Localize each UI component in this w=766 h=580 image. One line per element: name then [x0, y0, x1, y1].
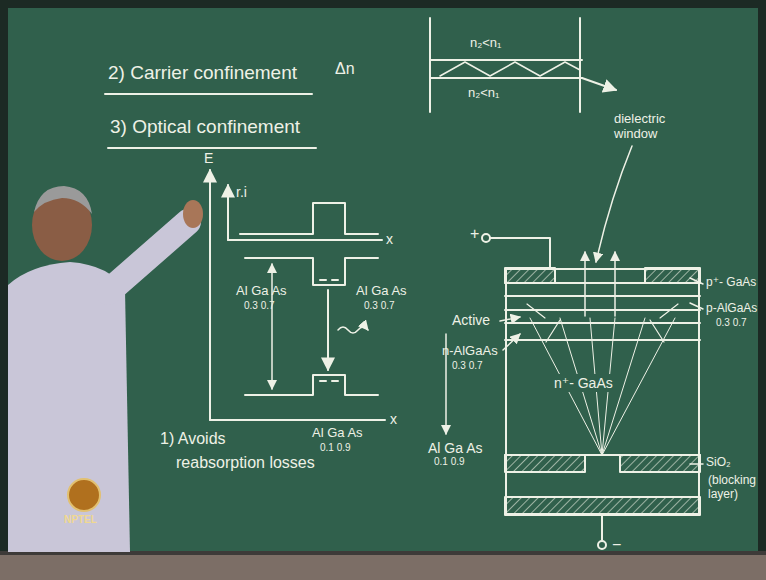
layer-label: (blocking layer): [708, 474, 758, 502]
symbol: Δn: [335, 60, 355, 78]
axis: [210, 419, 385, 421]
device-structure: n⁺- GaAs: [505, 268, 700, 515]
logo-emblem: [68, 479, 100, 511]
leader-line: [690, 463, 703, 465]
layer-boundary: [505, 295, 700, 297]
emission-arrow: [584, 252, 586, 316]
waveguide-core: [430, 59, 582, 61]
material-label: Al Ga As: [356, 284, 407, 299]
chalkboard: [0, 0, 766, 552]
board-frame: [758, 0, 766, 552]
axis: [227, 185, 229, 240]
axis-label: x: [386, 231, 393, 247]
underline: [105, 93, 312, 95]
note: 1) Avoids: [160, 430, 226, 448]
index-relation: n₂<n₁: [468, 86, 499, 101]
wire: [601, 515, 603, 540]
layer-boundary: [505, 282, 700, 284]
layer-label: SiO₂: [706, 456, 731, 470]
subscript: 0.1 0.9: [320, 442, 351, 454]
top-contact: [645, 268, 700, 283]
subscript: 0.3 0.7: [364, 300, 395, 312]
shirt: [8, 262, 130, 552]
photon-arrow: [338, 327, 368, 333]
leader-line: [690, 303, 703, 309]
waveguide-core: [430, 77, 582, 79]
material-label: Al Ga As: [312, 426, 363, 441]
hole: [320, 380, 326, 382]
axis: [228, 239, 382, 241]
electron: [332, 279, 338, 281]
conduction-band: [245, 258, 378, 285]
terminal-sign: −: [612, 536, 621, 554]
layer-label: p⁺- GaAs: [706, 276, 756, 290]
wire: [490, 238, 550, 268]
chalk-drawing: [105, 18, 703, 549]
axis-label: r.i: [236, 184, 247, 200]
leader-line: [500, 317, 520, 321]
leader-line: [596, 146, 632, 262]
top-contact: [505, 268, 555, 283]
blocking-layer: [620, 455, 700, 472]
callout: n-AlGaAs: [442, 344, 498, 359]
valence-band: [245, 375, 378, 395]
waveguide-edge: [429, 18, 431, 112]
layer-label: n⁺- GaAs: [551, 374, 616, 392]
blocking-layer: [505, 455, 585, 472]
underline: [108, 147, 316, 149]
hole: [332, 380, 338, 382]
subscript: 0.3 0.7: [452, 360, 483, 372]
exit-ray: [582, 78, 616, 90]
ray-path: [440, 62, 580, 76]
terminal-sign: +: [470, 225, 479, 243]
callout: dielectric window: [614, 112, 680, 142]
subscript: 0.1 0.9: [434, 456, 465, 468]
subscript: 0.3 0.7: [716, 317, 747, 329]
watermark: NPTEL: [64, 514, 97, 526]
arm: [108, 222, 188, 292]
emission-rays: [527, 304, 678, 342]
emission-arrow: [614, 252, 616, 316]
layer-boundary: [505, 339, 700, 341]
hand: [183, 200, 203, 228]
hair: [34, 186, 92, 214]
heading: 3) Optical confinement: [110, 116, 300, 138]
axis-label: E: [204, 150, 213, 166]
recombination-arrow: [327, 290, 329, 370]
lecturer: [8, 186, 203, 552]
heading: 2) Carrier confinement: [108, 62, 297, 84]
layer-boundary: [505, 322, 700, 324]
index-relation: n₂<n₁: [470, 36, 501, 51]
terminal: [482, 234, 490, 242]
bottom-contact: [505, 497, 700, 515]
board-frame: [0, 0, 766, 8]
chalk-ledge: [0, 552, 766, 580]
electron: [320, 279, 326, 281]
layer-label: p-AlGaAs: [706, 302, 757, 316]
bandgap-arrow: [271, 264, 273, 389]
subscript: 0.3 0.7: [244, 300, 275, 312]
callout: Active: [452, 312, 490, 328]
index-profile: [240, 203, 378, 234]
energy-axis: [209, 170, 211, 420]
axis-label: x: [390, 411, 397, 427]
note: reabsorption losses: [176, 454, 315, 472]
waveguide-edge: [579, 18, 581, 112]
board-frame: [0, 0, 8, 552]
material-label: Al Ga As: [428, 440, 482, 456]
current-paths: [530, 318, 675, 455]
leader-line: [690, 278, 703, 284]
terminal: [598, 541, 606, 549]
material-label: Al Ga As: [236, 284, 287, 299]
